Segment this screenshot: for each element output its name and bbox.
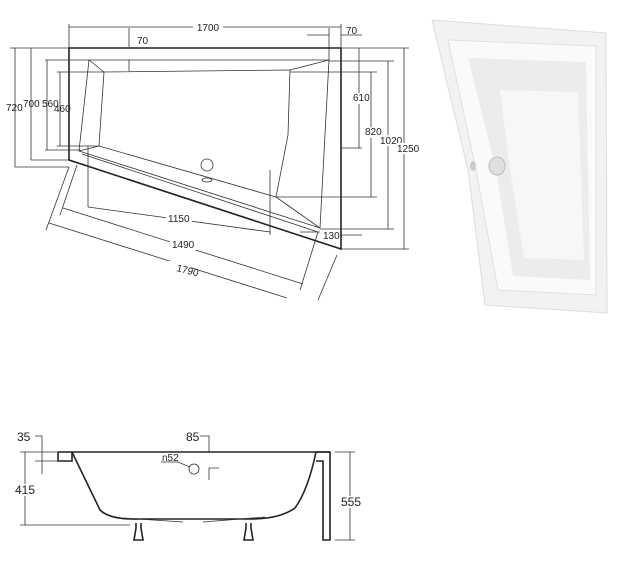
dim-415: 415: [15, 483, 35, 497]
bottom-plates: [122, 516, 266, 523]
dim-85: 85: [186, 430, 200, 444]
rim: [57, 451, 330, 462]
overflow-circle: [188, 463, 200, 475]
support-panel: [316, 451, 331, 541]
dim-1490: 1490: [172, 240, 195, 251]
dim-130: 130: [323, 231, 340, 242]
dim-n52-leader: [161, 461, 219, 480]
dim-35: 35: [17, 430, 31, 444]
dim-560-line: [45, 59, 89, 151]
dim-610: 610: [353, 93, 370, 104]
dim-1790-line: [45, 166, 338, 301]
dim-460-line: [57, 71, 104, 147]
rim-inner-outline: [78, 59, 330, 229]
dim-460: 460: [54, 104, 71, 115]
dim-820: 820: [365, 127, 382, 138]
dim-70-right: 70: [346, 26, 358, 37]
dim-720-line: [10, 47, 69, 168]
dim-1700: 1700: [197, 23, 220, 34]
dim-130-line: [300, 231, 362, 236]
dim-1020: 1020: [380, 136, 403, 147]
dim-1250: 1250: [397, 144, 420, 155]
dim-820-line: [276, 71, 377, 198]
outer-outline: [68, 47, 342, 251]
dim-35-line: [35, 435, 58, 474]
dim-70-top: 70: [137, 36, 149, 47]
overflow-slot: [201, 177, 213, 183]
dim-1150: 1150: [168, 214, 190, 225]
top-view: 1700 70 70 720 700 560 460 610 820 1020 …: [6, 20, 420, 301]
slope-lines: [78, 59, 330, 233]
dim-560: 560: [42, 99, 59, 110]
dim-1790: 1790: [175, 263, 200, 279]
drain-circle: [200, 158, 214, 172]
dim-n52: n52: [162, 453, 179, 464]
dim-700: 700: [23, 99, 40, 110]
basin-outline: [98, 69, 291, 198]
bathtub-photo: [431, 19, 608, 314]
tub-profile: [71, 451, 317, 520]
dim-85-line: [200, 435, 210, 452]
dim-720: 720: [6, 103, 23, 114]
overflow-icon: [488, 156, 506, 176]
side-view: n52 35 85 415 555: [14, 430, 364, 541]
leg-right: [243, 523, 254, 541]
dim-700-line: [30, 48, 69, 161]
dim-70-right-line: [307, 28, 362, 60]
dim-555: 555: [341, 495, 361, 509]
leg-left: [133, 523, 144, 541]
